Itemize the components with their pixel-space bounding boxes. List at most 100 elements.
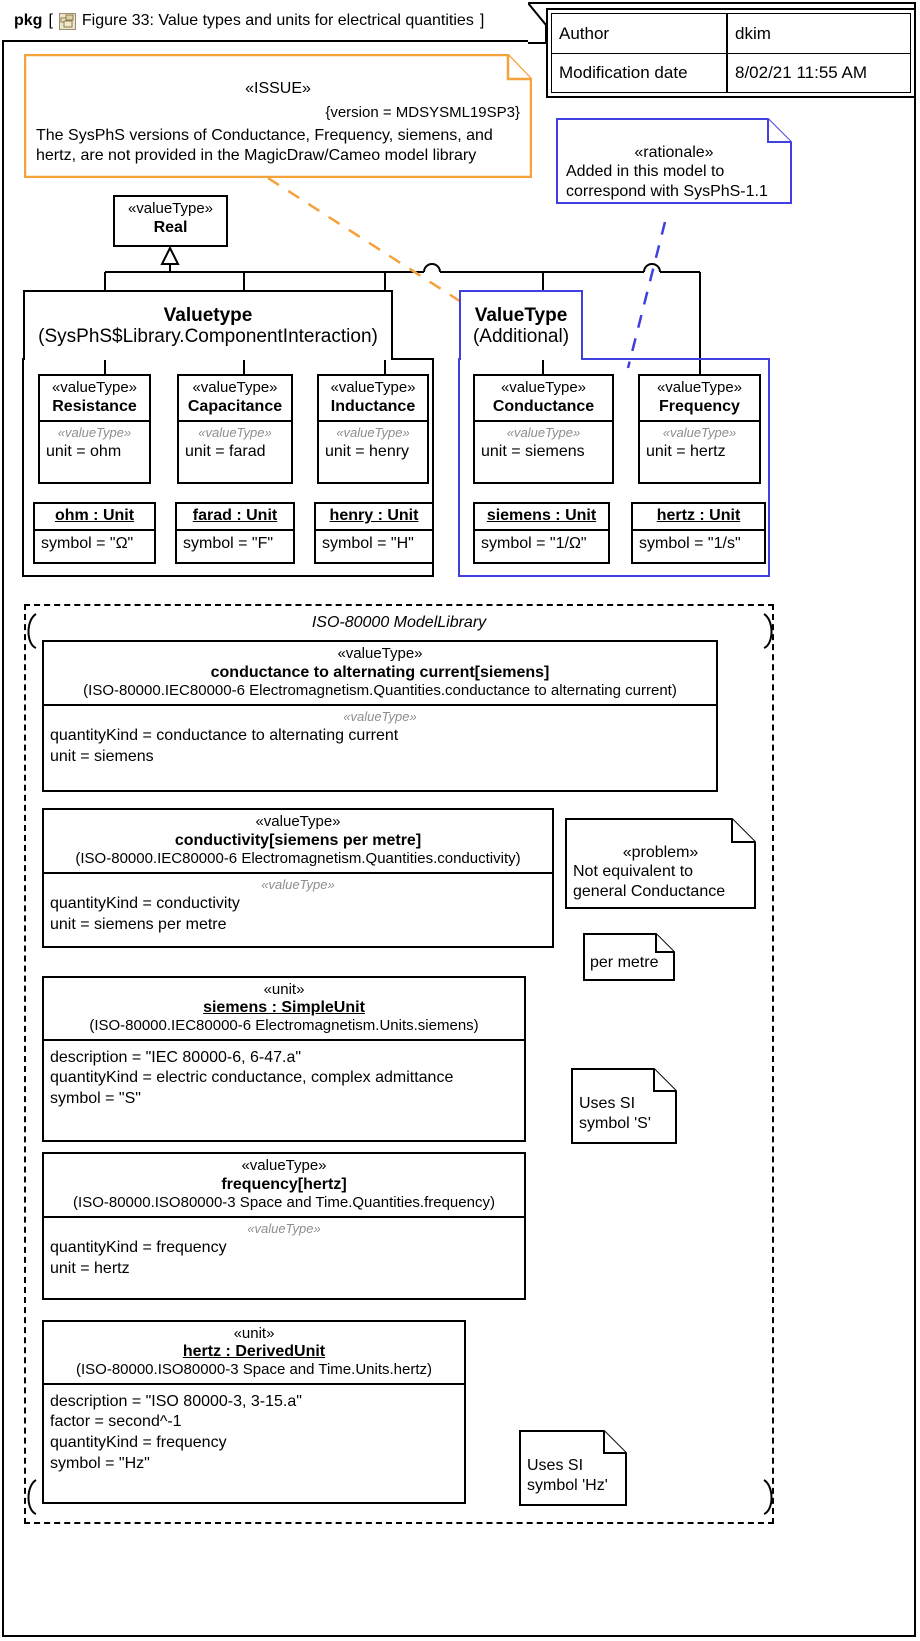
iso-e1-prop-stereotype: «valueType» [343,709,417,725]
iso-siemens-simpleunit[interactable]: «unit» siemens : SimpleUnit (ISO-80000.I… [42,976,526,1142]
valuetype-inductance[interactable]: «valueType» Inductance «valueType» unit … [317,374,429,484]
frequency-name: Frequency [659,397,740,415]
iso-e1-qualified: (ISO-80000.IEC80000-6 Electromagnetism.Q… [83,682,677,700]
per-metre-note: per metre [583,933,675,981]
problem-note-shape [565,818,756,909]
valuetype-capacitance[interactable]: «valueType» Capacitance «valueType» unit… [177,374,293,484]
iso-e5-stereotype: «unit» [233,1325,275,1342]
iso-e3-stereotype: «unit» [263,981,305,998]
iso-conductance-alternating-current[interactable]: «valueType» conductance to alternating c… [42,640,718,792]
diagram-title-tab: pkg [ Figure 33: Value types and units f… [2,2,530,42]
diagram-kind-label: pkg [14,12,43,29]
iso-e2-prop-stereotype: «valueType» [261,877,335,893]
iso-e3-description: description = "IEC 80000-6, 6-47.a" [50,1048,302,1066]
package-sysphs-valuetype[interactable]: Valuetype (SysPhS$Library.ComponentInter… [22,290,434,577]
iso-conductivity[interactable]: «valueType» conductivity[siemens per met… [42,808,554,948]
iso-frequency-hertz[interactable]: «valueType» frequency[hertz] (ISO-80000.… [42,1152,526,1300]
title-tab-corner [528,2,547,44]
iso-e2-qualified: (ISO-80000.IEC80000-6 Electromagnetism.Q… [75,850,521,868]
conductance-prop-unit: unit = siemens [481,443,585,461]
real-stereotype: «valueType» [127,200,214,217]
iso-e4-prop-stereotype: «valueType» [247,1221,321,1237]
uses-si-hz-line2: symbol 'Hz' [527,1477,608,1495]
package-sysphs-header: Valuetype (SysPhS$Library.ComponentInter… [23,290,393,360]
unit-henry-name: henry : Unit [329,507,419,524]
unit-ohm-name: ohm : Unit [54,507,135,524]
metadata-table: Author dkim Modification date 8/02/21 11… [546,8,916,98]
iso-e2-stereotype: «valueType» [255,813,341,830]
uses-si-s-line2: symbol 'S' [579,1115,651,1133]
unit-henry[interactable]: henry : Unit symbol = "H" [314,502,434,564]
uses-si-s-line1: Uses SI [579,1095,636,1112]
package-icon [58,12,76,30]
iso-e4-quantitykind: quantityKind = frequency [50,1239,227,1257]
resistance-prop-unit: unit = ohm [46,443,122,461]
iso-e3-quantitykind: quantityKind = electric conductance, com… [50,1069,454,1087]
uses-si-hz-note-shape [519,1430,627,1506]
problem-stereotype: «problem» [622,844,699,861]
inductance-prop-unit: unit = henry [325,443,410,461]
bracket-close: ] [479,12,485,29]
package-sysphs-name: Valuetype [163,304,253,326]
valuetype-resistance[interactable]: «valueType» Resistance «valueType» unit … [38,374,151,484]
iso-e5-qualified: (ISO-80000.ISO80000-3 Space and Time.Uni… [75,1360,432,1378]
metadata-key: Author [552,14,728,53]
iso-e4-qualified: (ISO-80000.ISO80000-3 Space and Time.Qua… [73,1194,495,1212]
iso-e5-quantitykind: quantityKind = frequency [50,1434,227,1452]
frequency-prop-unit: unit = hertz [646,443,726,461]
per-metre-text: per metre [590,954,659,971]
capacitance-prop-stereotype: «valueType» [198,425,272,441]
unit-farad-name: farad : Unit [192,507,278,524]
valuetype-conductance[interactable]: «valueType» Conductance «valueType» unit… [473,374,614,484]
capacitance-prop-unit: unit = farad [185,443,266,461]
inductance-prop-stereotype: «valueType» [336,425,410,441]
unit-siemens[interactable]: siemens : Unit symbol = "1/Ω" [473,502,610,564]
inductance-name: Inductance [330,397,416,415]
per-metre-note-shape [583,933,675,981]
resistance-name: Resistance [52,397,137,415]
metadata-key: Modification date [552,54,728,92]
iso-e4-stereotype: «valueType» [241,1157,327,1174]
unit-hertz[interactable]: hertz : Unit symbol = "1/s" [631,502,766,564]
resistance-prop-stereotype: «valueType» [57,425,132,441]
unit-farad[interactable]: farad : Unit symbol = "F" [175,502,295,564]
frequency-stereotype: «valueType» [656,379,743,396]
package-additional-qualified: (Additional) [472,326,570,347]
issue-text-line2: hertz, are not provided in the MagicDraw… [36,147,477,165]
iso-e5-factor: factor = second^-1 [50,1413,182,1431]
iso-e3-name: siemens : SimpleUnit [203,998,365,1016]
bracket-open: [ [48,12,53,29]
unit-ohm-symbol: symbol = "Ω" [41,535,134,552]
package-sysphs-qualified: (SysPhS$Library.ComponentInteraction) [38,326,378,347]
rationale-note-shape [556,118,792,204]
iso-e5-symbol: symbol = "Hz" [50,1455,150,1473]
diagram-title: Figure 33: Value types and units for ele… [81,12,474,29]
issue-note: «ISSUE» {version = MDSYSML19SP3} The Sys… [24,54,532,178]
iso-e1-unit: unit = siemens [50,747,154,765]
unit-farad-symbol: symbol = "F" [183,535,274,552]
iso-e4-unit: unit = hertz [50,1259,130,1277]
iso-e1-stereotype: «valueType» [337,645,423,662]
capacitance-stereotype: «valueType» [192,379,278,396]
iso-library-label: ISO-80000 ModelLibrary [311,614,487,631]
issue-tagged-value: {version = MDSYSML19SP3} [325,104,520,121]
metadata-value: 8/02/21 11:55 AM [735,63,868,82]
rationale-note: «rationale» Added in this model to corre… [556,118,792,204]
iso-e2-name: conductivity[siemens per metre] [174,831,422,849]
capacitance-name: Capacitance [187,397,283,415]
package-additional-valuetype[interactable]: ValueType (Additional) [458,290,770,577]
iso-e4-name: frequency[hertz] [221,1175,347,1193]
unit-ohm[interactable]: ohm : Unit symbol = "Ω" [33,502,156,564]
metadata-value: dkim [735,23,771,43]
iso-hertz-derivedunit[interactable]: «unit» hertz : DerivedUnit (ISO-80000.IS… [42,1320,466,1504]
unit-hertz-symbol: symbol = "1/s" [639,535,741,552]
issue-text-line1: The SysPhS versions of Conductance, Freq… [36,127,493,144]
conductance-stereotype: «valueType» [500,379,587,396]
unit-henry-symbol: symbol = "H" [322,535,414,552]
valuetype-frequency[interactable]: «valueType» Frequency «valueType» unit =… [638,374,761,484]
rationale-line2: correspond with SysPhS-1.1 [566,183,768,201]
unit-siemens-name: siemens : Unit [486,507,597,524]
valuetype-real[interactable]: «valueType» Real [113,195,228,247]
issue-stereotype: «ISSUE» [245,80,311,97]
